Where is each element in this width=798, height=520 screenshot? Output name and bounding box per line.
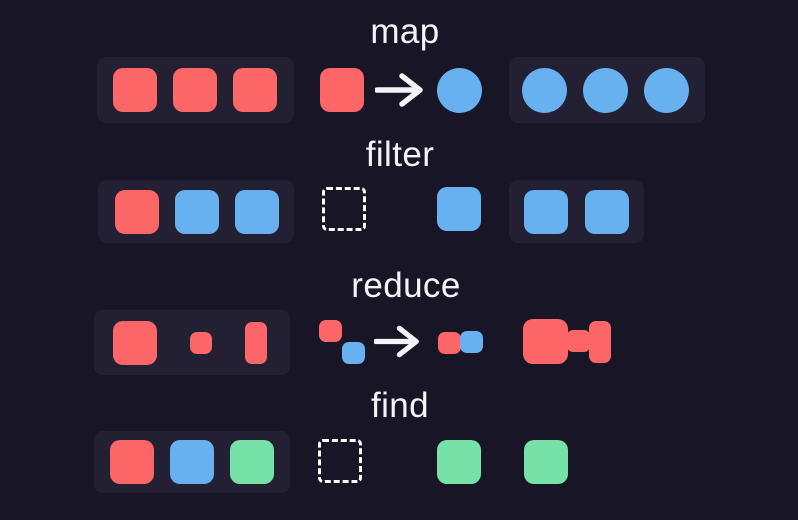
reduce-acc-chip [319, 320, 342, 342]
green-square [230, 440, 274, 484]
blue-square [235, 189, 279, 234]
find-label: find [370, 386, 430, 425]
find-result-square [524, 440, 568, 484]
blue-square [175, 189, 219, 234]
arrow-icon [374, 324, 421, 359]
map-output-array [509, 57, 705, 123]
red-square [173, 68, 217, 112]
merged-connector-part [567, 330, 590, 352]
blue-square [585, 189, 629, 234]
blue-square [524, 189, 568, 234]
blue-square [170, 440, 214, 484]
red-rect-tall [245, 321, 267, 364]
map-result-circle [437, 68, 482, 113]
filter-empty-slot [322, 187, 366, 231]
reduce-merged-shape [523, 319, 612, 364]
reduce-input-array [94, 310, 290, 375]
red-square [115, 189, 159, 234]
red-square [113, 320, 157, 365]
arrow-icon [375, 72, 425, 108]
reduce-item-chip [342, 342, 365, 364]
find-input-array [94, 431, 290, 493]
red-square [110, 440, 154, 484]
reduce-label: reduce [351, 266, 461, 305]
merged-big-square-part [523, 319, 568, 364]
merged-tall-rect-part [589, 321, 611, 363]
find-match-square [437, 440, 481, 484]
map-input-array [97, 57, 294, 123]
red-square [113, 68, 157, 112]
find-empty-slot [318, 439, 362, 483]
filter-input-array [98, 180, 294, 243]
filter-output-array [509, 180, 644, 243]
map-label: map [370, 12, 440, 51]
red-square-small [190, 331, 212, 354]
reduce-combined-blue-chip [460, 331, 483, 353]
blue-circle [522, 67, 567, 113]
filter-label: filter [365, 135, 435, 174]
filter-match-square [437, 187, 481, 231]
blue-circle [644, 67, 689, 113]
map-source-square [320, 68, 364, 112]
reduce-combined-red-chip [438, 332, 461, 354]
red-square [233, 68, 277, 112]
blue-circle [583, 67, 628, 113]
